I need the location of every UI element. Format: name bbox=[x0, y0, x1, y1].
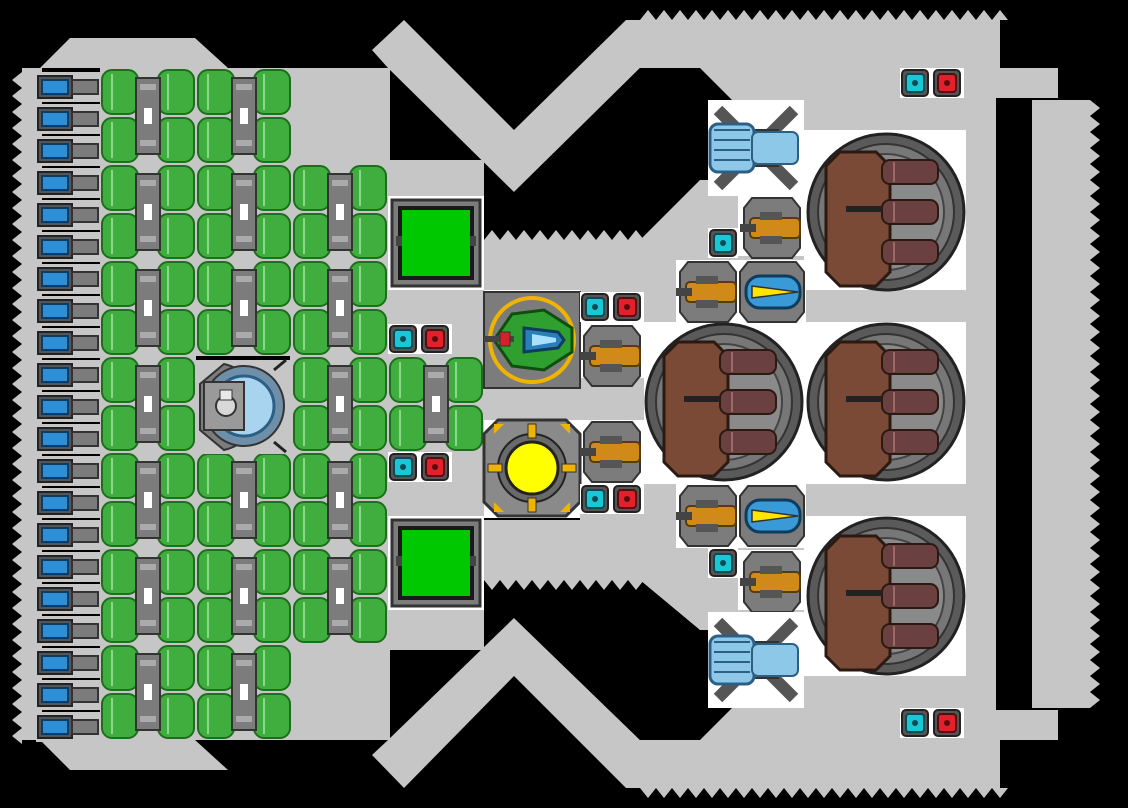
gun-turret[interactable] bbox=[580, 421, 641, 483]
thruster-group bbox=[644, 132, 966, 676]
fuel-tank[interactable] bbox=[292, 452, 388, 548]
reactor-core[interactable] bbox=[482, 418, 582, 518]
hull-jagged-edges bbox=[12, 10, 1100, 798]
red-control-button[interactable] bbox=[613, 293, 641, 321]
fuel-tank[interactable] bbox=[196, 452, 292, 548]
laser-turret[interactable] bbox=[739, 485, 805, 547]
cyan-control-button[interactable] bbox=[708, 228, 738, 258]
fuel-tank[interactable] bbox=[292, 164, 388, 260]
fuel-tank[interactable] bbox=[196, 68, 292, 164]
fuel-tank[interactable] bbox=[292, 548, 388, 644]
cyan-control-button[interactable] bbox=[581, 293, 609, 321]
battery-cell[interactable] bbox=[36, 424, 100, 454]
laser-turret[interactable] bbox=[739, 261, 805, 323]
battery-cell[interactable] bbox=[36, 136, 100, 166]
control-button-pair[interactable] bbox=[580, 484, 644, 514]
gun-turret[interactable] bbox=[740, 197, 801, 259]
red-control-button[interactable] bbox=[613, 485, 641, 513]
battery-column bbox=[36, 72, 100, 742]
fuel-tank[interactable] bbox=[196, 548, 292, 644]
battery-cell[interactable] bbox=[36, 520, 100, 550]
battery-cell[interactable] bbox=[36, 392, 100, 422]
battery-cell[interactable] bbox=[36, 616, 100, 646]
laser-turret-group bbox=[739, 261, 805, 547]
control-button-pair[interactable] bbox=[900, 68, 964, 98]
fuel-tank[interactable] bbox=[100, 548, 196, 644]
ion-cannon-group bbox=[708, 100, 804, 708]
large-thruster[interactable] bbox=[806, 516, 966, 676]
battery-cell[interactable] bbox=[36, 328, 100, 358]
shield-generator[interactable] bbox=[196, 358, 290, 454]
control-button-pair[interactable] bbox=[388, 324, 452, 354]
battery-cell[interactable] bbox=[36, 200, 100, 230]
battery-cell[interactable] bbox=[36, 680, 100, 710]
battery-cell[interactable] bbox=[36, 168, 100, 198]
battery-cell[interactable] bbox=[36, 72, 100, 102]
fuel-tank[interactable] bbox=[196, 260, 292, 356]
battery-cell[interactable] bbox=[36, 296, 100, 326]
large-thruster[interactable] bbox=[806, 132, 966, 292]
battery-cell[interactable] bbox=[36, 712, 100, 742]
fuel-tank[interactable] bbox=[100, 260, 196, 356]
control-button-pair[interactable] bbox=[580, 292, 644, 322]
fuel-tank[interactable] bbox=[292, 260, 388, 356]
cyan-control-button[interactable] bbox=[901, 709, 929, 737]
gun-group bbox=[580, 197, 801, 613]
battery-cell[interactable] bbox=[36, 104, 100, 134]
battery-cell[interactable] bbox=[36, 648, 100, 678]
cyan-control-button[interactable] bbox=[389, 453, 417, 481]
red-control-button[interactable] bbox=[421, 453, 449, 481]
ion-cannon[interactable] bbox=[708, 612, 804, 708]
gun-turret[interactable] bbox=[740, 551, 801, 613]
battery-cell[interactable] bbox=[36, 264, 100, 294]
fuel-tank[interactable] bbox=[100, 68, 196, 164]
fuel-tank[interactable] bbox=[292, 356, 388, 452]
computer-terminal-upper[interactable] bbox=[388, 196, 484, 290]
cyan-control-button[interactable] bbox=[581, 485, 609, 513]
gun-turret[interactable] bbox=[676, 485, 737, 547]
battery-cell[interactable] bbox=[36, 232, 100, 262]
cockpit[interactable] bbox=[483, 291, 581, 389]
red-control-button[interactable] bbox=[421, 325, 449, 353]
battery-cell[interactable] bbox=[36, 584, 100, 614]
gun-turret[interactable] bbox=[676, 261, 737, 323]
fuel-tank[interactable] bbox=[196, 644, 292, 740]
computer-terminal-lower[interactable] bbox=[388, 516, 484, 610]
fuel-tank-extra bbox=[388, 356, 484, 452]
fuel-tank[interactable] bbox=[388, 356, 484, 452]
battery-cell[interactable] bbox=[36, 360, 100, 390]
fuel-tank[interactable] bbox=[100, 644, 196, 740]
fuel-tank-array bbox=[100, 68, 388, 740]
fuel-tank[interactable] bbox=[100, 452, 196, 548]
cyan-control-button[interactable] bbox=[901, 69, 929, 97]
gun-turret[interactable] bbox=[580, 325, 641, 387]
cyan-control-button[interactable] bbox=[708, 548, 738, 578]
control-button-pair[interactable] bbox=[900, 708, 964, 738]
control-button-pair[interactable] bbox=[388, 452, 452, 482]
cyan-control-button[interactable] bbox=[389, 325, 417, 353]
battery-cell[interactable] bbox=[36, 456, 100, 486]
fuel-tank[interactable] bbox=[100, 356, 196, 452]
large-thruster[interactable] bbox=[806, 322, 966, 482]
red-control-button[interactable] bbox=[933, 69, 961, 97]
large-thruster[interactable] bbox=[644, 322, 804, 482]
fuel-tank[interactable] bbox=[196, 164, 292, 260]
fuel-tank[interactable] bbox=[100, 164, 196, 260]
red-control-button[interactable] bbox=[933, 709, 961, 737]
control-button-group bbox=[388, 68, 964, 738]
battery-cell[interactable] bbox=[36, 488, 100, 518]
battery-cell[interactable] bbox=[36, 552, 100, 582]
ion-cannon[interactable] bbox=[708, 100, 804, 196]
